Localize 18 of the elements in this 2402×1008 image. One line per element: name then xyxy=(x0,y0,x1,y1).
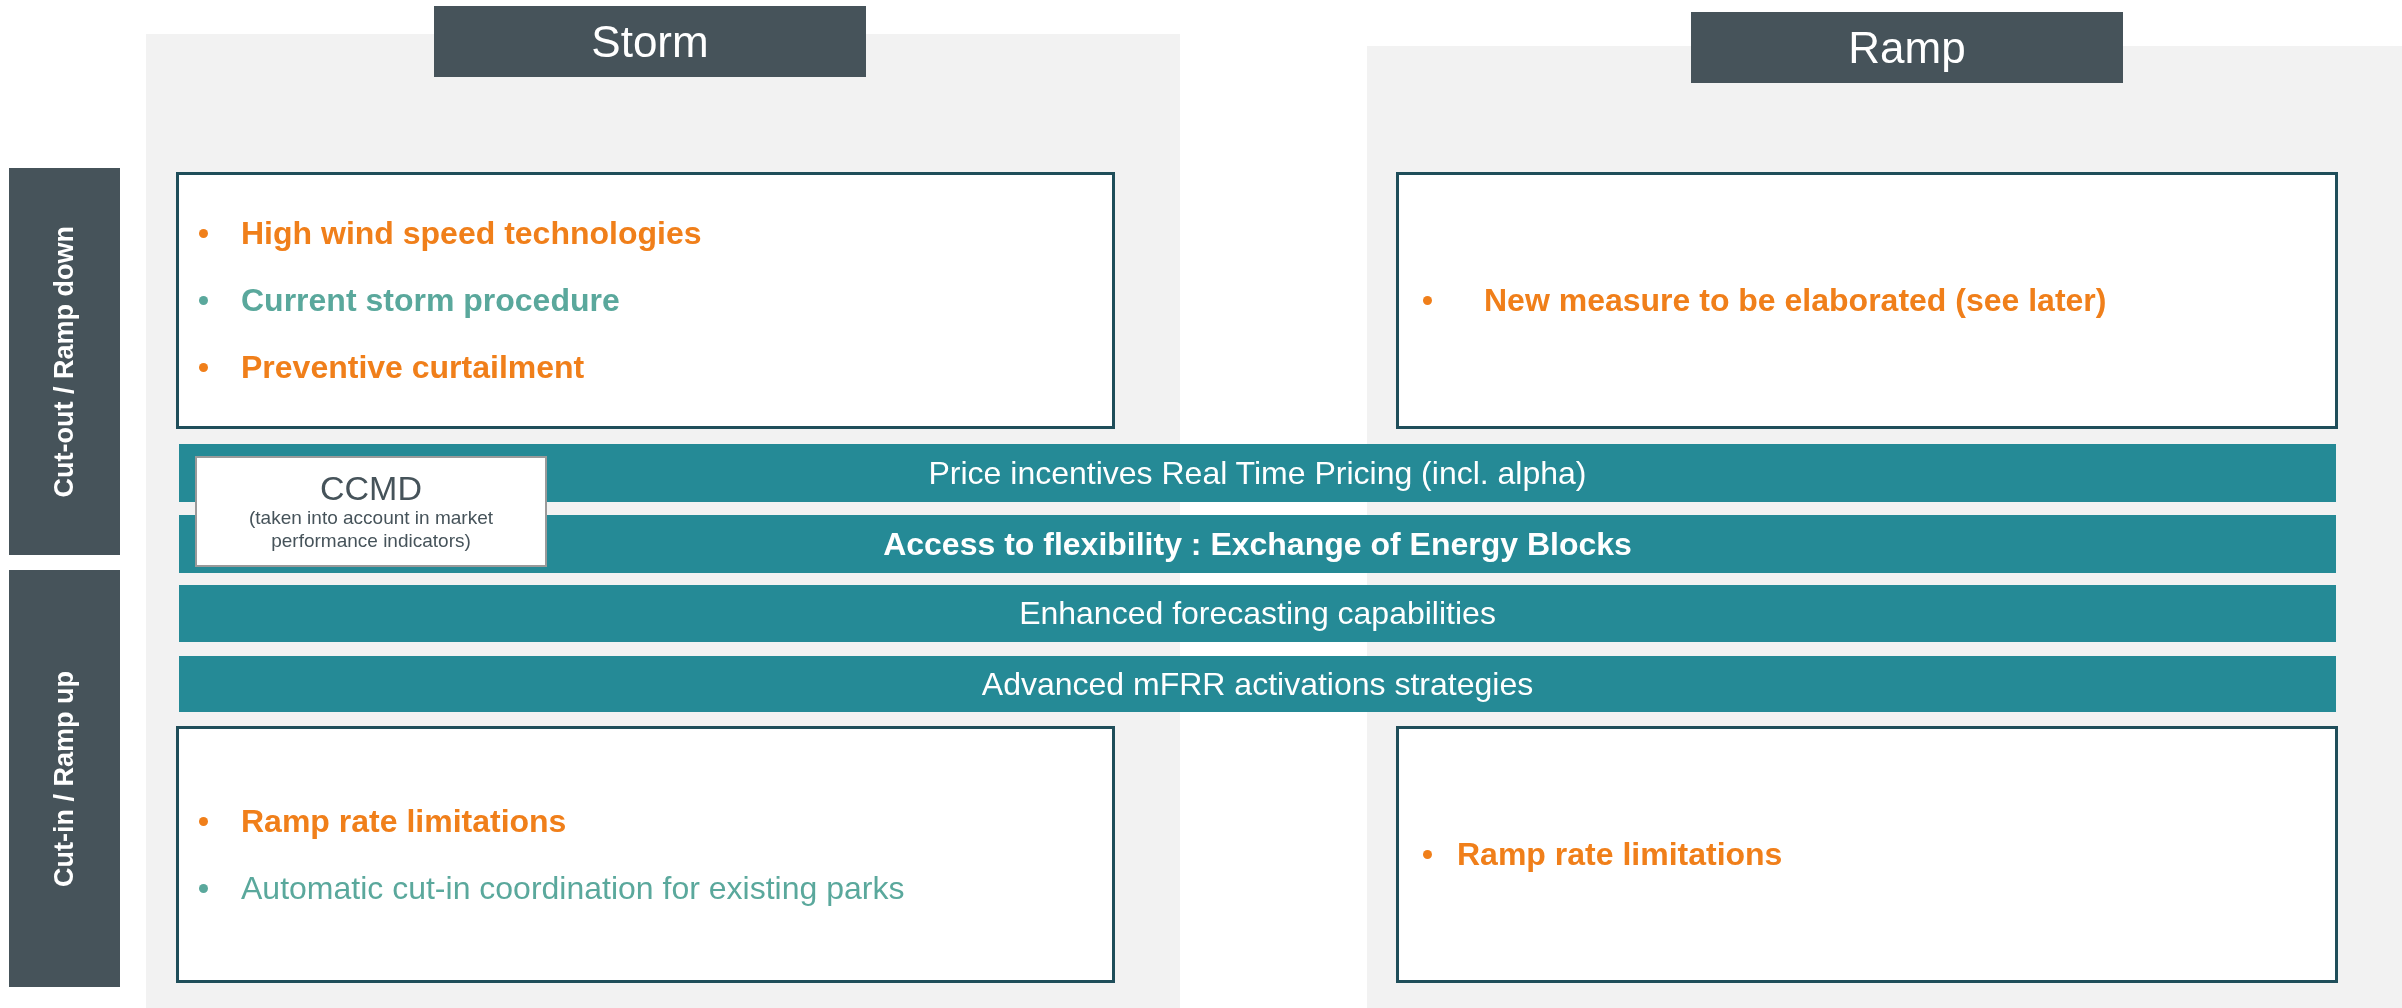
measure-box xyxy=(1396,726,2338,983)
bullet-text: Ramp rate limitations xyxy=(241,802,567,840)
bullet-text: High wind speed technologies xyxy=(241,215,702,252)
measure-bar: Advanced mFRR activations strategies xyxy=(179,656,2336,712)
measure-box xyxy=(176,726,1115,983)
measure-box xyxy=(176,172,1115,429)
measure-box xyxy=(1396,172,2338,429)
bullet-text: New measure to be elaborated (see later) xyxy=(1484,282,2107,319)
row-header: Cut-in / Ramp up xyxy=(9,570,120,987)
measure-bar: Enhanced forecasting capabilities xyxy=(179,585,2336,642)
column-header: Storm xyxy=(434,6,866,77)
bullet-text: Preventive curtailment xyxy=(241,349,585,386)
note-box xyxy=(195,456,547,567)
bullet-text: Ramp rate limitations xyxy=(1457,836,1783,873)
column-header: Ramp xyxy=(1691,12,2123,83)
row-header: Cut-out / Ramp down xyxy=(9,168,120,555)
bullet-text: Current storm procedure xyxy=(241,282,620,319)
bullet-text: Automatic cut-in coordination for existing parks xyxy=(241,869,905,907)
